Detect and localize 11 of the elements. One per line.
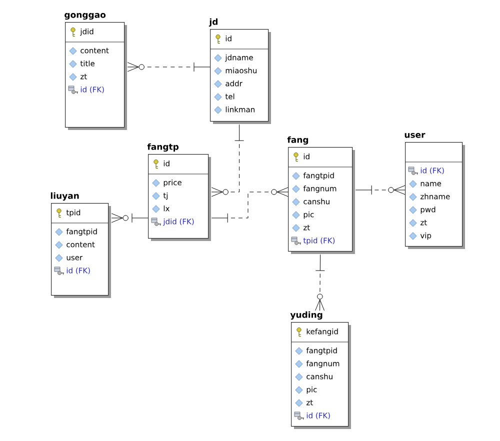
table-name: fang (287, 136, 308, 145)
relationship-line (211, 124, 240, 192)
table-name: yuding (290, 311, 322, 320)
table-name: jd (208, 18, 218, 27)
table-name: fangtp (147, 143, 179, 152)
table-name: user (404, 133, 426, 138)
table-name: gonggao (64, 13, 106, 20)
table-name: liuyan (50, 192, 79, 201)
relationship-line (320, 254, 321, 311)
relationship-line (211, 192, 288, 218)
relationship-line (127, 66, 210, 68)
